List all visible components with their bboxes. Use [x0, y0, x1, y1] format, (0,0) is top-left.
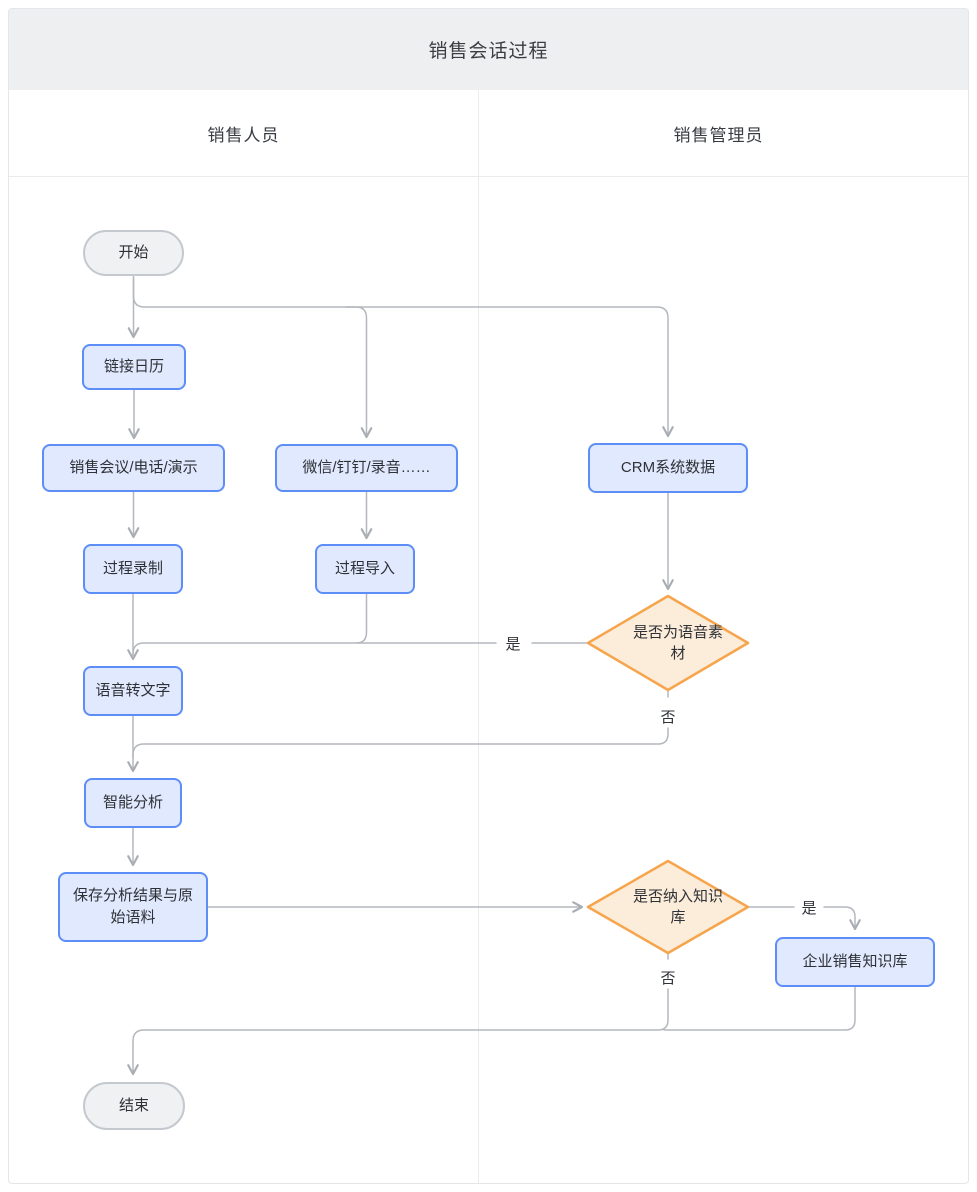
diagram-frame: [8, 8, 969, 1184]
node-save-results: 保存分析结果与原始语料: [58, 872, 208, 942]
node-crm-data: CRM系统数据: [588, 443, 748, 493]
node-label: 企业销售知识库: [802, 953, 908, 971]
node-decision-voice-material-label: 是否为语音素材: [618, 618, 738, 668]
node-label: 是否纳入知识库: [632, 888, 723, 926]
node-label: CRM系统数据: [620, 459, 716, 477]
node-sales-meeting: 销售会议/电话/演示: [42, 444, 225, 492]
page-title: 销售会话过程: [428, 41, 549, 62]
node-end: 结束: [83, 1082, 185, 1130]
node-speech-to-text: 语音转文字: [83, 666, 183, 716]
node-label: 销售会议/电话/演示: [69, 459, 198, 477]
edge-label-yes-voice: 是: [505, 635, 521, 653]
node-label: 智能分析: [102, 794, 163, 812]
node-start: 开始: [83, 230, 184, 276]
edge-label-yes-kb: 是: [801, 899, 817, 917]
node-label: 过程录制: [102, 560, 163, 578]
lane-header-label: 销售人员: [207, 126, 280, 145]
node-label: 链接日历: [103, 358, 164, 376]
title-band: 销售会话过程: [9, 9, 968, 90]
lane-header-sales-admin: 销售管理员: [478, 90, 959, 177]
edge-label-no-kb: 否: [660, 969, 676, 987]
node-decision-include-kb-label: 是否纳入知识库: [618, 882, 738, 932]
node-label: 开始: [118, 244, 149, 262]
node-process-record: 过程录制: [83, 544, 183, 594]
lane-header-sales-person: 销售人员: [9, 90, 478, 177]
node-link-calendar: 链接日历: [82, 344, 186, 390]
node-label: 保存分析结果与原始语料: [72, 887, 193, 926]
node-label: 微信/钉钉/录音……: [302, 459, 431, 477]
node-smart-analysis: 智能分析: [84, 778, 182, 828]
lane-header-label: 销售管理员: [673, 126, 764, 145]
node-label: 过程导入: [334, 560, 395, 578]
header-separator-line: [9, 176, 968, 177]
node-label: 是否为语音素材: [632, 624, 723, 662]
node-label: 结束: [118, 1097, 149, 1115]
lane-divider-line: [478, 90, 479, 1183]
edge-label-no-voice: 否: [660, 708, 676, 726]
node-enterprise-kb: 企业销售知识库: [775, 937, 935, 987]
node-wechat-dingtalk: 微信/钉钉/录音……: [275, 444, 458, 492]
node-process-import: 过程导入: [315, 544, 415, 594]
node-label: 语音转文字: [95, 682, 171, 700]
